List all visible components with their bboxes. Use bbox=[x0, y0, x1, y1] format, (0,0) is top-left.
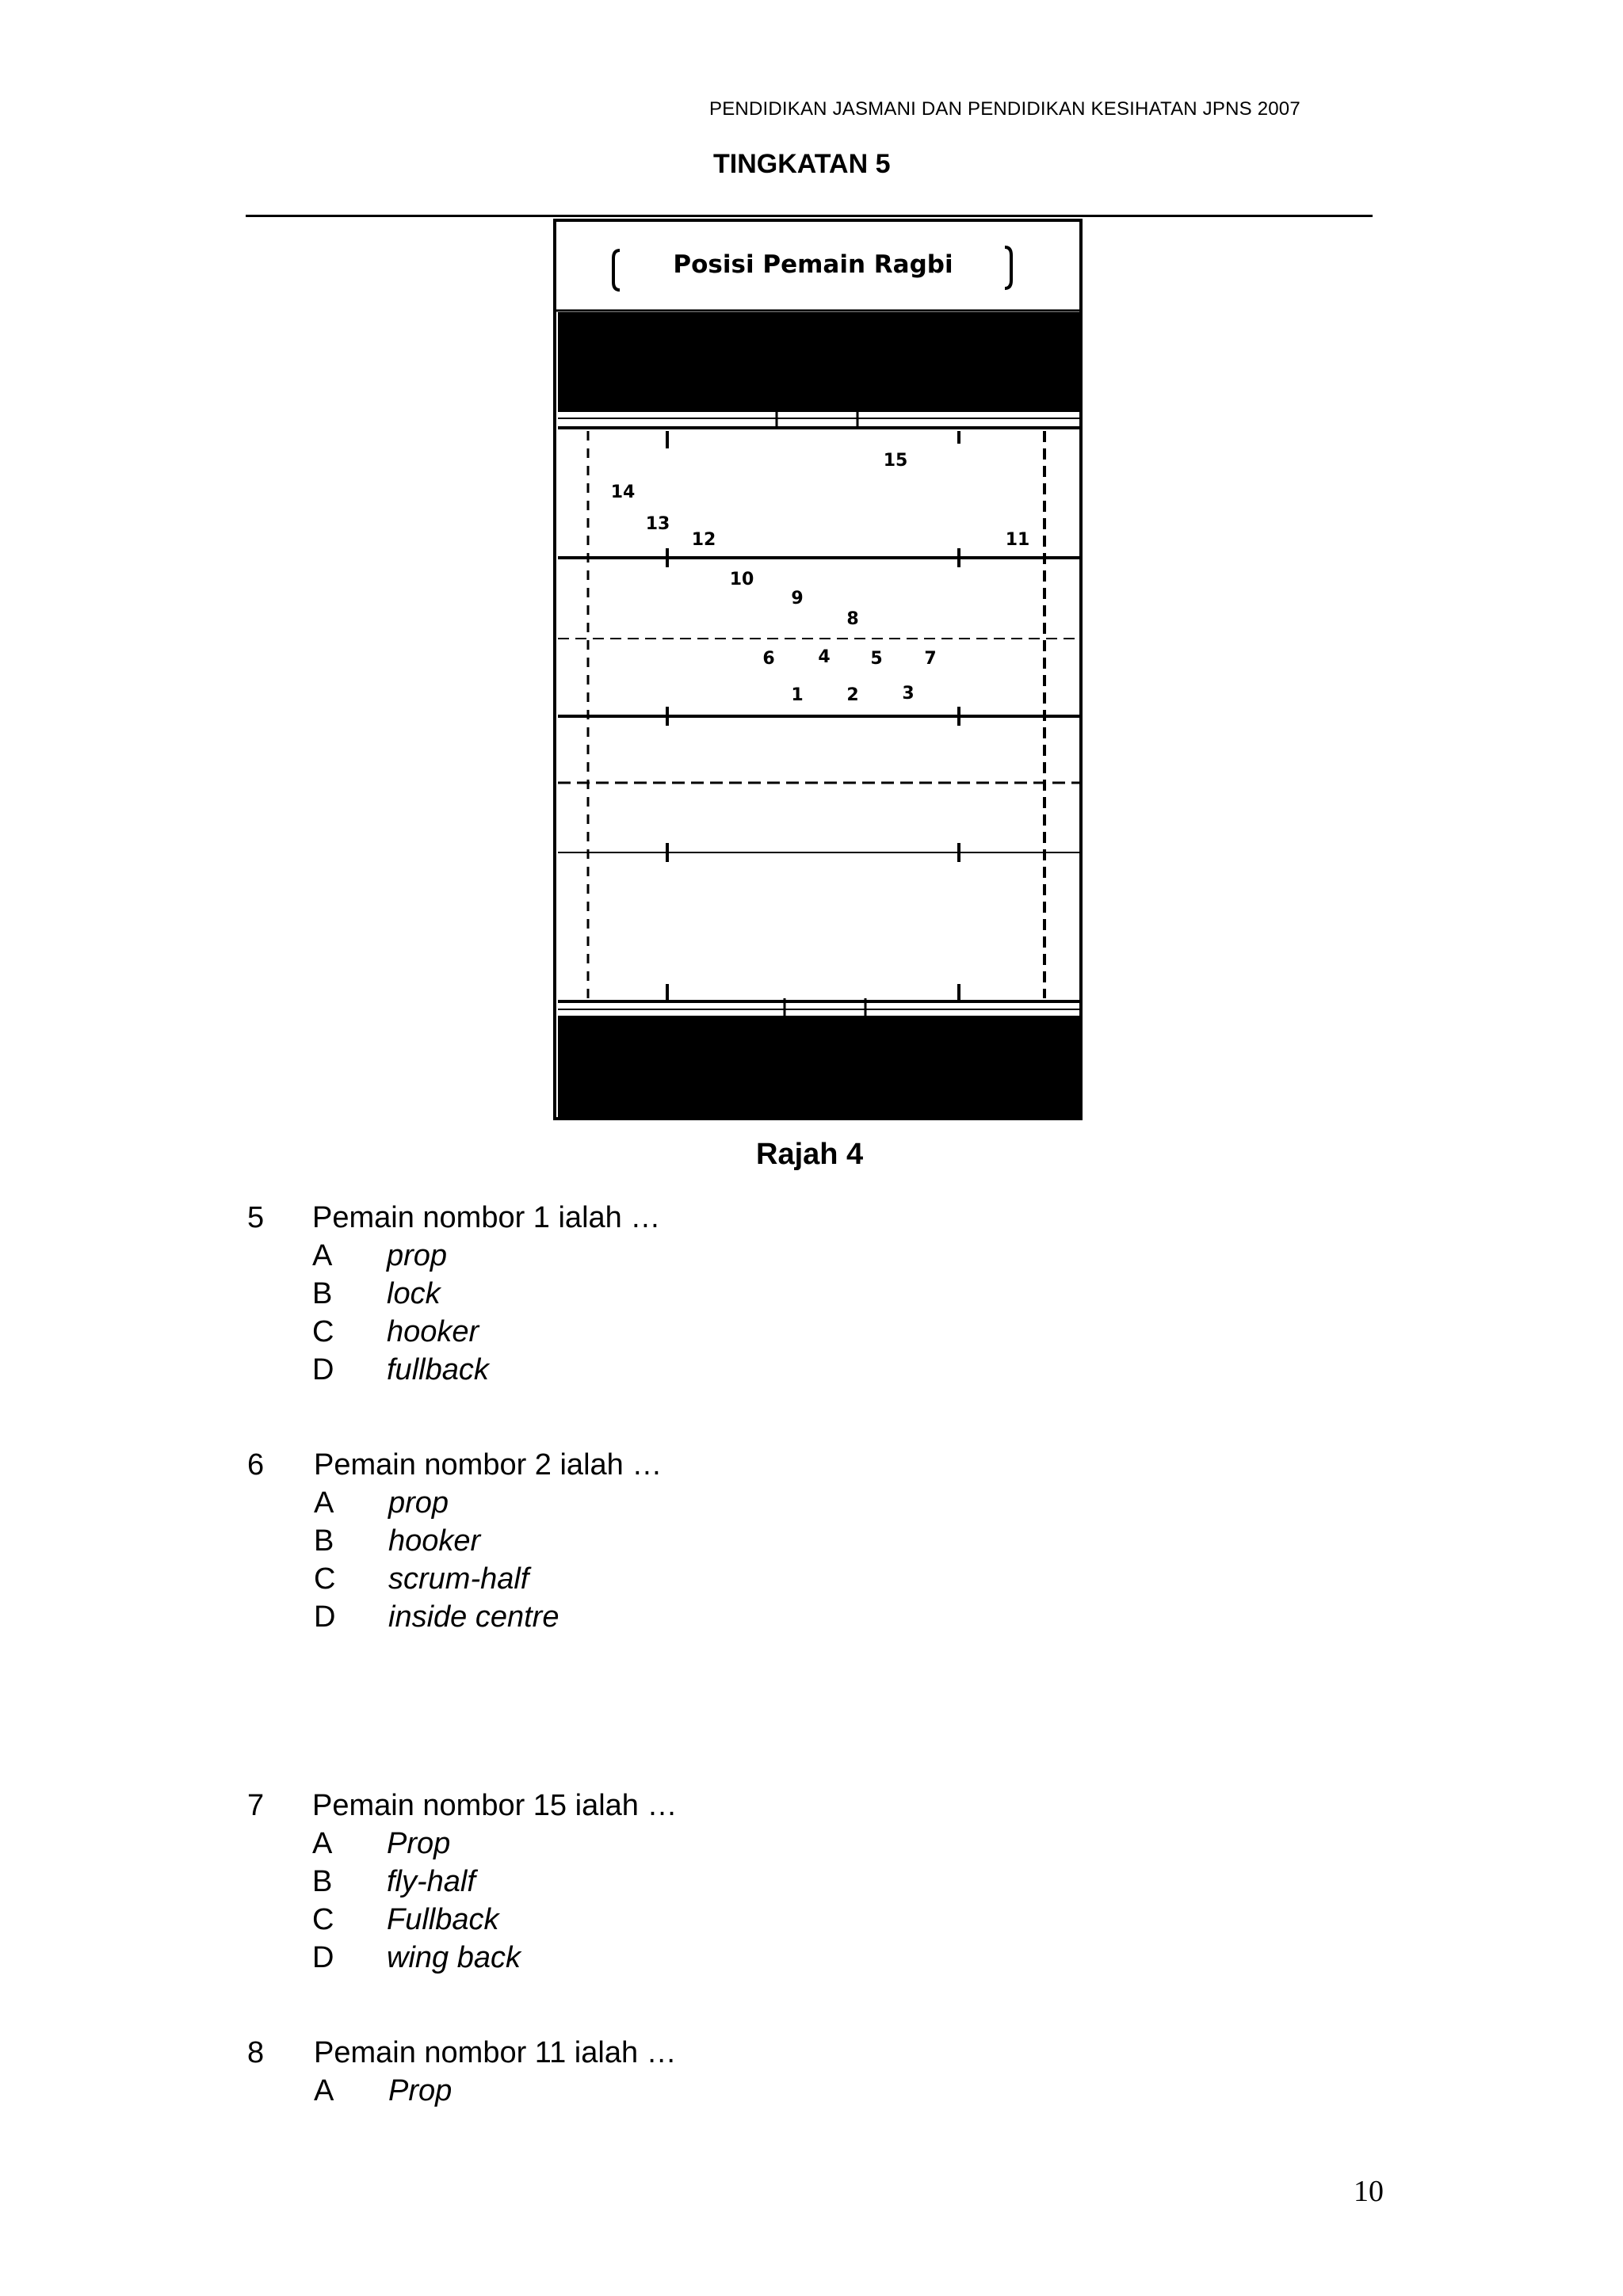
option-text: Prop bbox=[387, 1827, 451, 1860]
option-letter: C bbox=[314, 1562, 336, 1596]
option-text: wing back bbox=[387, 1941, 521, 1974]
option-letter: B bbox=[312, 1865, 333, 1898]
option-text: hooker bbox=[387, 1315, 479, 1348]
player-number-1: 1 bbox=[791, 685, 803, 705]
option-letter: C bbox=[312, 1903, 334, 1936]
player-number-14: 14 bbox=[611, 482, 636, 502]
rugby-field-diagram: Posisi Pemain Ragbi 15 14 13 12 11 bbox=[553, 219, 1083, 1120]
page-number: 10 bbox=[1354, 2175, 1384, 2208]
option-text: fly-half bbox=[387, 1865, 475, 1898]
option-letter: B bbox=[314, 1524, 334, 1558]
option-letter: D bbox=[314, 1600, 336, 1634]
option-letter: A bbox=[314, 1486, 334, 1520]
figure-caption: Rajah 4 bbox=[756, 1138, 864, 1171]
question-stem: Pemain nombor 15 ialah … bbox=[312, 1789, 678, 1822]
option-letter: D bbox=[312, 1353, 334, 1386]
player-number-13: 13 bbox=[646, 514, 670, 534]
option-text: scrum-half bbox=[388, 1562, 529, 1596]
header-divider bbox=[246, 215, 1373, 217]
document-form-level: TINGKATAN 5 bbox=[713, 149, 891, 179]
option-letter: A bbox=[314, 2074, 334, 2107]
option-letter: A bbox=[312, 1827, 333, 1860]
question-number: 6 bbox=[247, 1448, 265, 1482]
player-number-5: 5 bbox=[870, 649, 882, 669]
option-letter: A bbox=[312, 1239, 333, 1272]
question-number: 5 bbox=[247, 1201, 265, 1234]
option-text: Prop bbox=[388, 2074, 453, 2107]
player-number-6: 6 bbox=[762, 649, 774, 669]
player-number-3: 3 bbox=[902, 684, 914, 704]
option-text: hooker bbox=[388, 1524, 481, 1558]
player-number-12: 12 bbox=[692, 530, 716, 550]
question-stem: Pemain nombor 1 ialah … bbox=[312, 1201, 661, 1234]
question-stem: Pemain nombor 2 ialah … bbox=[314, 1448, 663, 1482]
player-number-9: 9 bbox=[791, 589, 803, 608]
option-letter: B bbox=[312, 1277, 333, 1310]
figure-title: Posisi Pemain Ragbi bbox=[673, 250, 953, 279]
option-text: lock bbox=[387, 1277, 441, 1310]
option-text: inside centre bbox=[388, 1600, 559, 1634]
player-number-7: 7 bbox=[924, 649, 936, 669]
document-header-title: PENDIDIKAN JASMANI DAN PENDIDIKAN KESIHA… bbox=[709, 98, 1300, 120]
player-number-8: 8 bbox=[846, 609, 858, 629]
player-number-4: 4 bbox=[818, 647, 830, 667]
player-number-11: 11 bbox=[1006, 530, 1030, 550]
option-text: prop bbox=[388, 1486, 449, 1520]
question-stem: Pemain nombor 11 ialah … bbox=[314, 2036, 677, 2069]
question-number: 8 bbox=[247, 2036, 265, 2069]
player-number-15: 15 bbox=[884, 451, 908, 471]
question-number: 7 bbox=[247, 1789, 265, 1822]
option-letter: D bbox=[312, 1941, 334, 1974]
player-number-10: 10 bbox=[730, 570, 754, 589]
player-number-2: 2 bbox=[846, 685, 858, 705]
option-letter: C bbox=[312, 1315, 334, 1348]
option-text: prop bbox=[387, 1239, 448, 1272]
option-text: Fullback bbox=[387, 1903, 499, 1936]
option-text: fullback bbox=[387, 1353, 489, 1386]
